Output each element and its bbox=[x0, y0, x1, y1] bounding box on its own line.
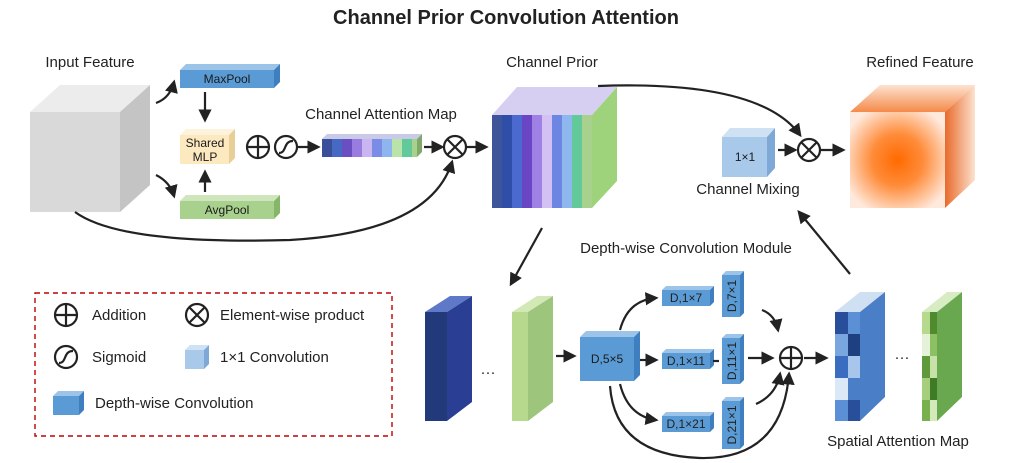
channel-attention-strip bbox=[322, 134, 422, 157]
d1x21-label: D,1×21 bbox=[666, 417, 705, 431]
arrow-d5-residual bbox=[608, 371, 795, 460]
d11x1-label: D,11×1 bbox=[725, 342, 739, 380]
arrow-input-maxpool bbox=[155, 79, 178, 105]
legend-sigmoid-icon bbox=[53, 344, 79, 370]
legend-depthwise-label: Depth-wise Convolution bbox=[95, 395, 253, 412]
channel-prior-block bbox=[492, 87, 617, 208]
d21x1-label: D,21×1 bbox=[725, 405, 739, 444]
addition-symbol bbox=[245, 134, 271, 160]
arrow-d7x1-add bbox=[761, 308, 783, 333]
refined-feature-cube bbox=[850, 85, 975, 208]
channel-prior-label: Channel Prior bbox=[506, 54, 598, 71]
arrow-d5-d1x7 bbox=[618, 292, 659, 331]
sigmoid-symbol bbox=[273, 134, 299, 160]
maxpool-box: MaxPool bbox=[180, 64, 280, 88]
avgpool-label: AvgPool bbox=[205, 203, 249, 217]
arrow-input-avgpool bbox=[155, 174, 178, 199]
d11x1-box: D,11×1 bbox=[722, 334, 744, 384]
ellipsis-spatial: ··· bbox=[895, 349, 910, 366]
shared-mlp-label-1: Shared bbox=[186, 136, 225, 150]
d1x11-box: D,1×11 bbox=[662, 349, 714, 369]
legend-sigmoid-label: Sigmoid bbox=[92, 349, 146, 366]
depthwise-slice-green bbox=[512, 296, 553, 421]
ellipsis-slices: ··· bbox=[481, 364, 496, 381]
legend: Addition Element-wise product Sigmoid 1×… bbox=[34, 292, 393, 437]
conv1x1-cube-label: 1×1 bbox=[735, 150, 756, 164]
spatial-map-green bbox=[922, 292, 962, 421]
refined-feature-label: Refined Feature bbox=[866, 54, 974, 71]
input-feature-cube bbox=[30, 85, 150, 212]
legend-conv1x1-label: 1×1 Convolution bbox=[220, 349, 329, 366]
arrow-d21x1-add bbox=[755, 371, 785, 406]
diagram-title: Channel Prior Convolution Attention bbox=[333, 7, 679, 29]
arrow-prior-depthwise bbox=[509, 227, 543, 287]
legend-addition-label: Addition bbox=[92, 307, 146, 324]
shared-mlp-box: Shared MLP bbox=[180, 129, 235, 164]
legend-depthwise-icon bbox=[53, 391, 84, 415]
arrow-d5-d1x21 bbox=[618, 383, 659, 426]
avgpool-box: AvgPool bbox=[180, 195, 280, 219]
d5x5-box: D,5×5 bbox=[580, 331, 640, 381]
d7x1-label: D,7×1 bbox=[725, 279, 739, 312]
input-feature-label: Input Feature bbox=[45, 54, 134, 71]
d1x7-label: D,1×7 bbox=[670, 291, 703, 305]
legend-element-wise-icon bbox=[184, 302, 210, 328]
channel-attention-map-label: Channel Attention Map bbox=[305, 106, 457, 123]
d1x7-box: D,1×7 bbox=[662, 286, 714, 306]
spatial-attention-map-label: Spatial Attention Map bbox=[827, 433, 969, 450]
d1x11-label: D,1×11 bbox=[667, 354, 705, 368]
addition-module bbox=[778, 345, 804, 371]
arrow-input-skip bbox=[74, 159, 456, 242]
channel-mixing-label: Channel Mixing bbox=[696, 181, 799, 198]
d5x5-label: D,5×5 bbox=[591, 352, 624, 366]
maxpool-label: MaxPool bbox=[204, 72, 251, 86]
legend-addition-icon bbox=[53, 302, 79, 328]
depthwise-module-label: Depth-wise Convolution Module bbox=[580, 240, 792, 257]
arrow-prior-refine bbox=[597, 84, 802, 138]
shared-mlp-label-2: MLP bbox=[193, 150, 218, 164]
d7x1-box: D,7×1 bbox=[722, 271, 744, 317]
d21x1-box: D,21×1 bbox=[722, 397, 744, 449]
d1x21-box: D,1×21 bbox=[662, 412, 714, 432]
element-wise-product-1 bbox=[442, 134, 468, 160]
conv1x1-cube: 1×1 bbox=[722, 128, 775, 177]
arrow-spatial-mixing bbox=[797, 209, 851, 275]
depthwise-slice-blue bbox=[425, 296, 472, 421]
legend-element-wise-label: Element-wise product bbox=[220, 307, 365, 324]
legend-conv1x1-icon bbox=[185, 345, 209, 369]
element-wise-product-2 bbox=[796, 137, 822, 163]
spatial-map-blue bbox=[835, 292, 885, 421]
